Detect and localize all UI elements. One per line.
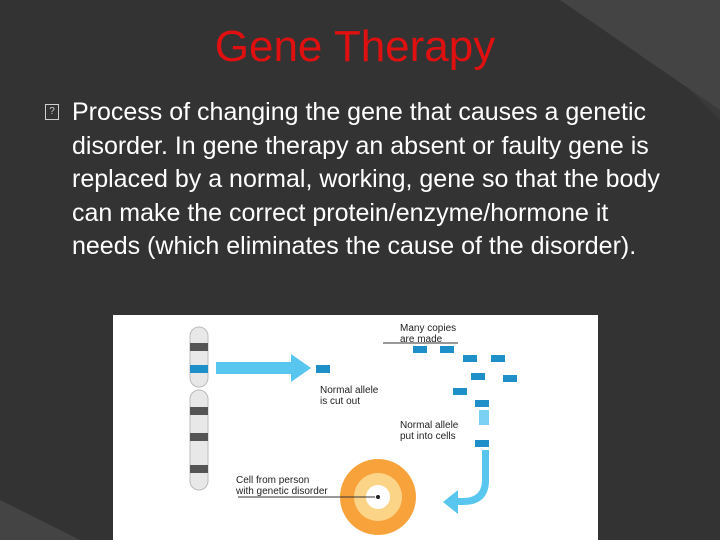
cut-allele	[316, 365, 330, 373]
label-cell: Cell from person with genetic disorder	[236, 475, 328, 497]
bullet-text: Process of changing the gene that causes…	[72, 98, 660, 260]
chromosome	[189, 326, 209, 491]
label-many-copies: Many copies are made	[400, 323, 457, 345]
diagram-graphics	[189, 326, 517, 535]
insert-arrow	[443, 410, 489, 514]
allele-copies	[413, 346, 517, 447]
cut-arrow	[216, 354, 311, 382]
label-normal-allele-cut: Normal allele is cut out	[320, 385, 379, 407]
slide-title: Gene Therapy	[214, 22, 496, 71]
label-normal-allele-put: Normal allele put into cells	[400, 420, 459, 442]
cell	[340, 459, 416, 535]
missing-glyph-box-icon: ?	[45, 104, 59, 120]
gene-therapy-diagram: Many copies are made Normal allele is cu…	[113, 315, 598, 540]
